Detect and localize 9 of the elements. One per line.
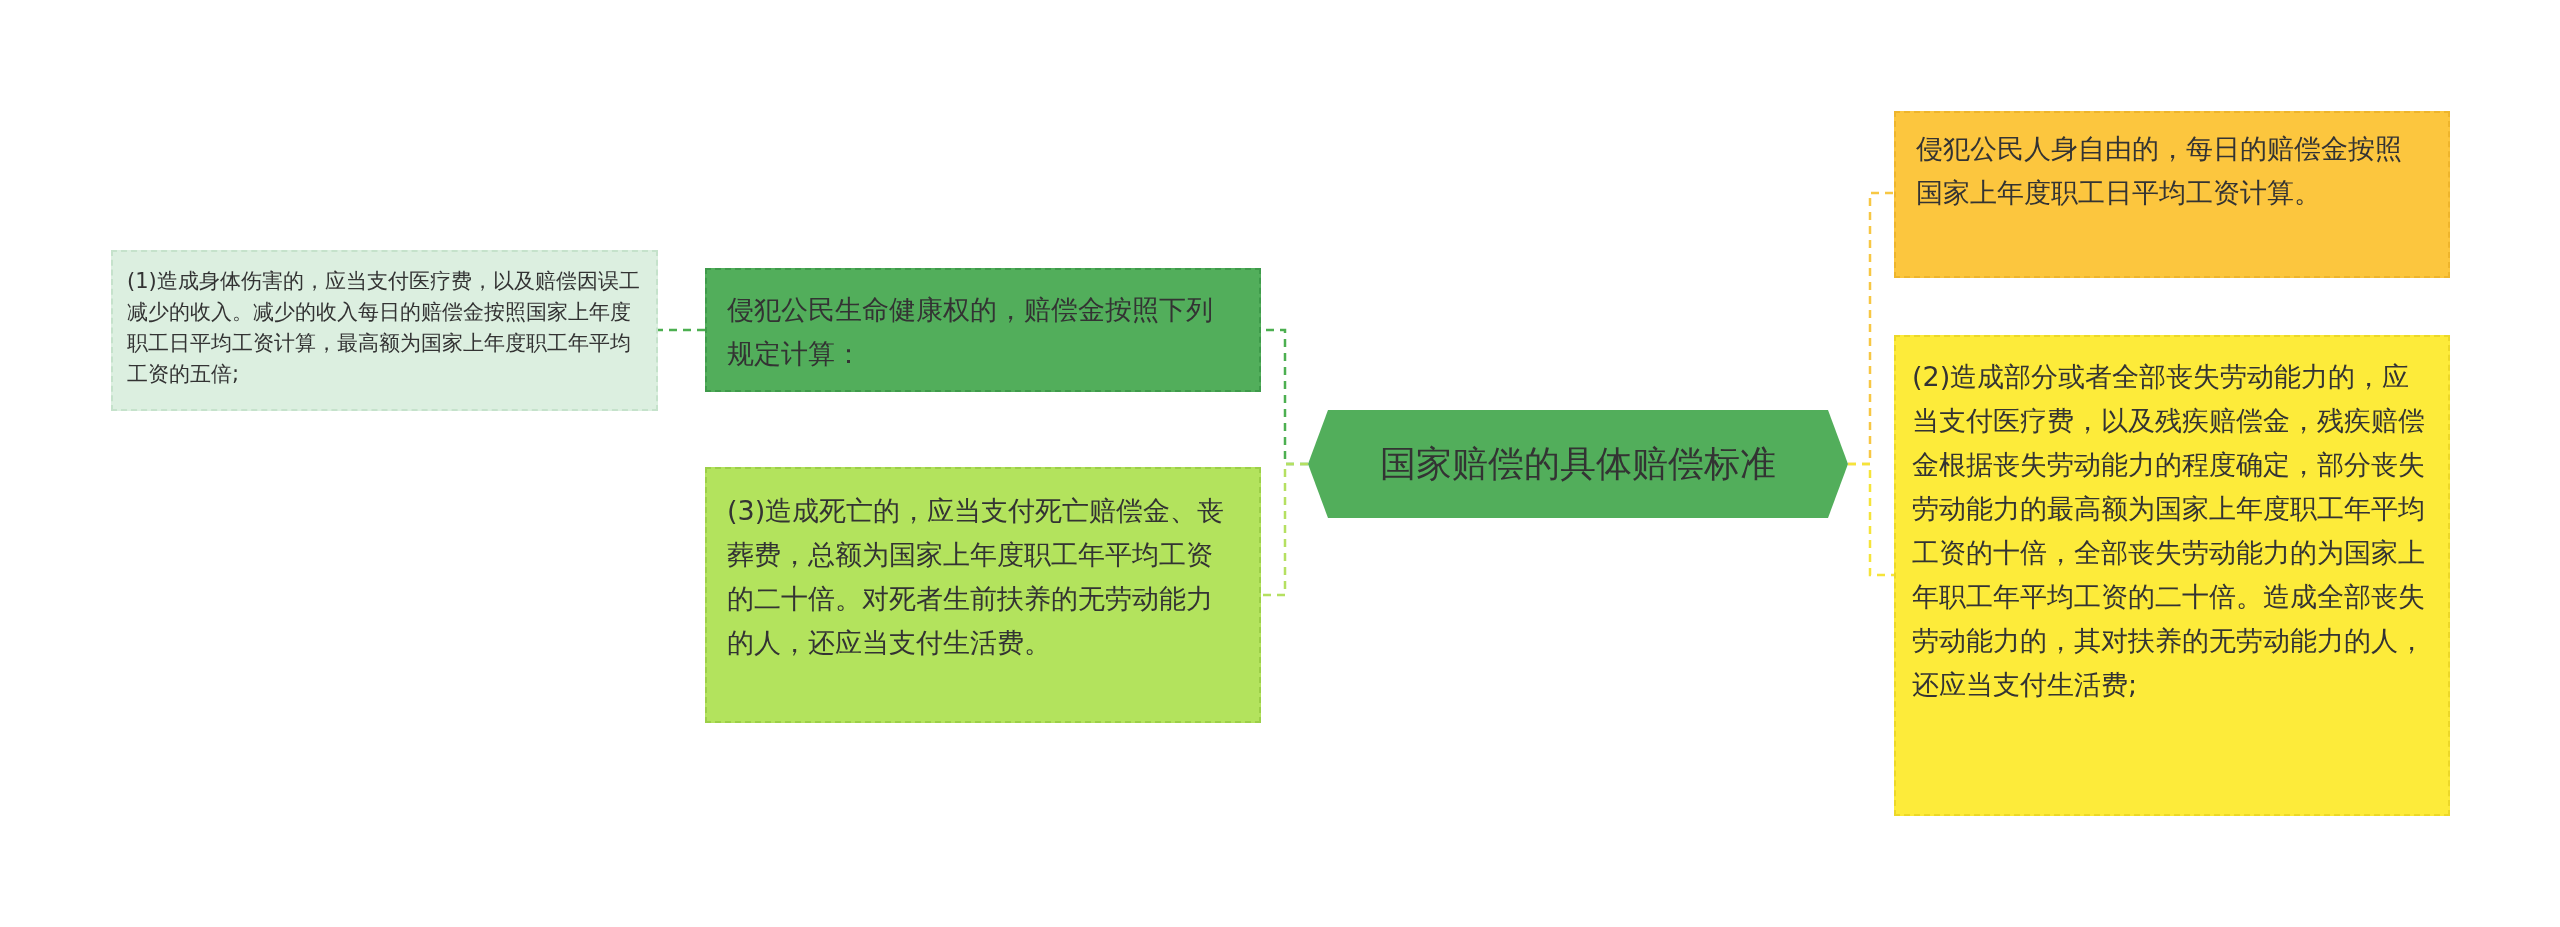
topic-box: (1)造成身体伤害的，应当支付医疗费，以及赔偿因误工减少的收入。减少的收入每日的赔偿金按照国家上年度职工日平均工资计算，最高额为国家上年度职工年平均工资的五倍; (111, 250, 658, 411)
topic-box: 侵犯公民人身自由的，每日的赔偿金按照国家上年度职工日平均工资计算。 (1894, 111, 2450, 278)
topic-box: (2)造成部分或者全部丧失劳动能力的，应当支付医疗费，以及残疾赔偿金，残疾赔偿金根据丧失劳动能力的程度确定，部分丧失劳动能力的最高额为国家上年度职工年平均工资的十倍，全部丧失劳动能力的为国家上年职工年平均工资的二十倍。造成全部丧失劳动能力的，其对扶养的无劳动能力的人，还应当支付生活费; (1894, 335, 2450, 816)
topic-box: (3)造成死亡的，应当支付死亡赔偿金、丧葬费，总额为国家上年度职工年平均工资的二十倍。对死者生前扶养的无劳动能力的人，还应当支付生活费。 (705, 467, 1261, 723)
connector (1848, 462, 1894, 577)
connector (1261, 462, 1308, 597)
connector (658, 328, 705, 332)
central-topic-hexagon: 国家赔偿的具体赔偿标准 (1308, 410, 1848, 518)
topic-box: 侵犯公民生命健康权的，赔偿金按照下列规定计算： (705, 268, 1261, 392)
